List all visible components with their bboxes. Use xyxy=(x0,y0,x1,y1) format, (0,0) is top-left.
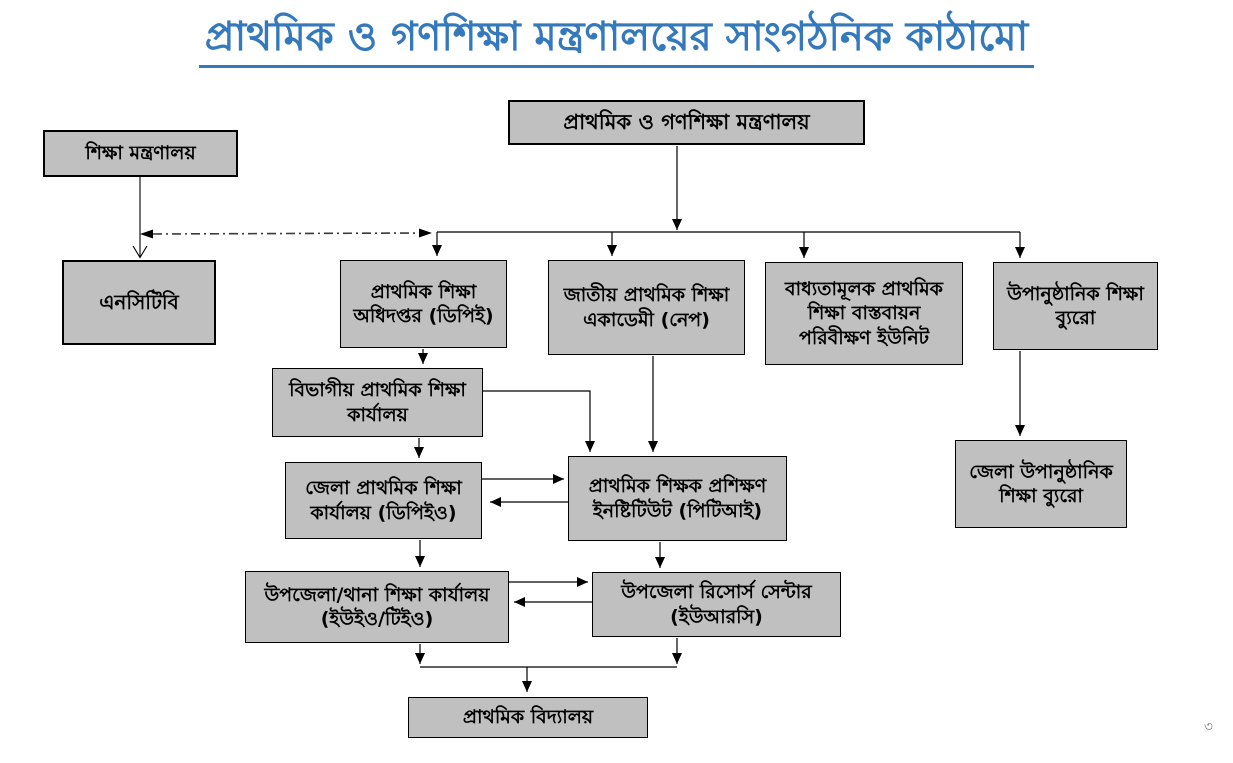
node-dpeo-label: জেলা প্রাথমিক শিক্ষা কার্যালয় (ডিপিইও) xyxy=(305,477,462,524)
node-dpe: প্রাথমিক শিক্ষা অধিদপ্তর (ডিপিই) xyxy=(340,260,507,348)
node-cpeimu-label: বাধ্যতামূলক প্রাথমিক শিক্ষা বাস্তবায়ন প… xyxy=(785,278,943,349)
node-bnfe-label: উপানুষ্ঠানিক শিক্ষা ব্যুরো xyxy=(1007,282,1144,329)
node-education-ministry: শিক্ষা মন্ত্রণালয় xyxy=(43,130,238,177)
node-primary-school: প্রাথমিক বিদ্যালয় xyxy=(408,697,648,738)
node-cpeimu: বাধ্যতামূলক প্রাথমিক শিক্ষা বাস্তবায়ন প… xyxy=(765,262,963,365)
connector-nctb-dpe-dashdot xyxy=(152,232,420,235)
node-divisional-label: বিভাগীয় প্রাথমিক শিক্ষা কার্যালয় xyxy=(289,379,466,426)
node-nctb-label: এনসিটিবি xyxy=(99,289,179,314)
node-education-ministry-label: শিক্ষা মন্ত্রণালয় xyxy=(85,142,196,165)
node-urc: উপজেলা রিসোর্স সেন্টার (ইউআরসি) xyxy=(592,572,841,637)
node-ministry-label: প্রাথমিক ও গণশিক্ষা মন্ত্রণালয় xyxy=(563,110,810,135)
node-district-nfe: জেলা উপানুষ্ঠানিক শিক্ষা ব্যুরো xyxy=(955,440,1127,528)
node-urc-label: উপজেলা রিসোর্স সেন্টার (ইউআরসি) xyxy=(621,581,812,628)
node-ueo: উপজেলা/থানা শিক্ষা কার্যালয় (ইউইও/টিইও) xyxy=(245,571,509,643)
arrowhead-dashdot-right xyxy=(419,228,432,238)
node-primary-school-label: প্রাথমিক বিদ্যালয় xyxy=(462,706,594,729)
node-divisional: বিভাগীয় প্রাথমিক শিক্ষা কার্যালয় xyxy=(272,368,483,437)
node-ueo-label: উপজেলা/থানা শিক্ষা কার্যালয় (ইউইও/টিইও) xyxy=(264,583,490,630)
arrowhead-dashdot-left xyxy=(140,229,153,239)
page-title: প্রাথমিক ও গণশিক্ষা মন্ত্রণালয়ের সাংগঠন… xyxy=(0,14,1233,68)
node-nctb: এনসিটিবি xyxy=(62,260,216,345)
node-pti: প্রাথমিক শিক্ষক প্রশিক্ষণ ইনষ্টিটিউট (পি… xyxy=(568,456,787,541)
node-pti-label: প্রাথমিক শিক্ষক প্রশিক্ষণ ইনষ্টিটিউট (পি… xyxy=(588,475,767,522)
node-nape: জাতীয় প্রাথমিক শিক্ষা একাডেমী (নেপ) xyxy=(548,260,745,355)
arrowhead-moe-nctb xyxy=(132,245,148,259)
node-dpeo: জেলা প্রাথমিক শিক্ষা কার্যালয় (ডিপিইও) xyxy=(285,462,482,539)
page-title-text: প্রাথমিক ও গণশিক্ষা মন্ত্রণালয়ের সাংগঠন… xyxy=(198,14,1035,68)
node-nape-label: জাতীয় প্রাথমিক শিক্ষা একাডেমী (নেপ) xyxy=(563,284,730,331)
node-dpe-label: প্রাথমিক শিক্ষা অধিদপ্তর (ডিপিই) xyxy=(353,280,494,327)
node-ministry: প্রাথমিক ও গণশিক্ষা মন্ত্রণালয় xyxy=(508,100,865,145)
node-bnfe: উপানুষ্ঠানিক শিক্ষা ব্যুরো xyxy=(993,262,1158,350)
connector-divisional-pti xyxy=(483,390,595,452)
node-district-nfe-label: জেলা উপানুষ্ঠানিক শিক্ষা ব্যুরো xyxy=(969,460,1113,507)
page-number: ৩ xyxy=(1203,719,1213,735)
